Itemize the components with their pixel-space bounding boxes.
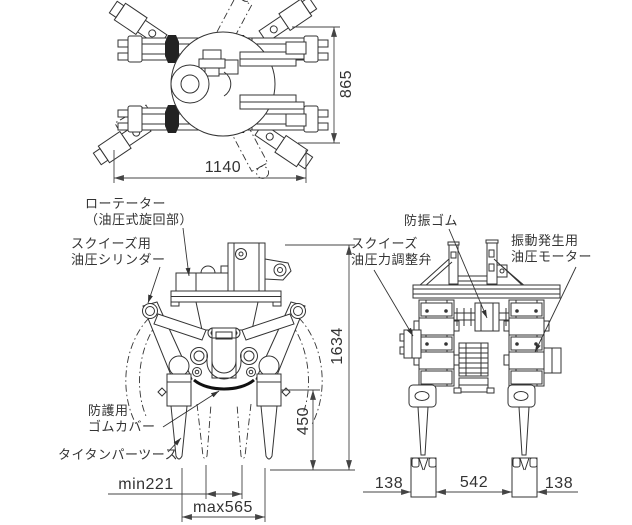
dim-top-width: 1140 [204,159,242,176]
front-view-linework [125,242,323,460]
label-rotator: ローテーター （油圧式旋回部） [85,196,194,228]
label-tamper-tooth: タイタンパーツース [58,447,179,462]
dim-side-right-foot: 138 [544,475,574,492]
dim-max-opening: max565 [193,499,253,516]
label-protective-rubber-cover: 防護用 ゴムカバー [88,403,156,435]
top-view-linework [92,0,329,179]
dimension-lines [108,26,578,522]
label-vibration-motor: 振動発生用 油圧モーター [511,233,593,265]
dim-tooth-length: 450 [295,406,312,436]
dim-side-left-foot: 138 [374,475,404,492]
dim-side-center-span: 542 [459,474,489,491]
dim-top-depth: 865 [338,69,355,99]
label-squeeze-pressure-valve: スクイーズ 油圧力調整弁 [351,236,433,268]
label-squeeze-cylinder: スクイーズ用 油圧シリンダー [71,236,166,268]
dim-min-opening: min221 [118,476,174,493]
dim-overall-height: 1634 [329,327,346,365]
side-view-linework [399,239,562,498]
leader-lines [147,227,577,453]
label-anti-vibration-rubber: 防振ゴム [404,213,459,228]
